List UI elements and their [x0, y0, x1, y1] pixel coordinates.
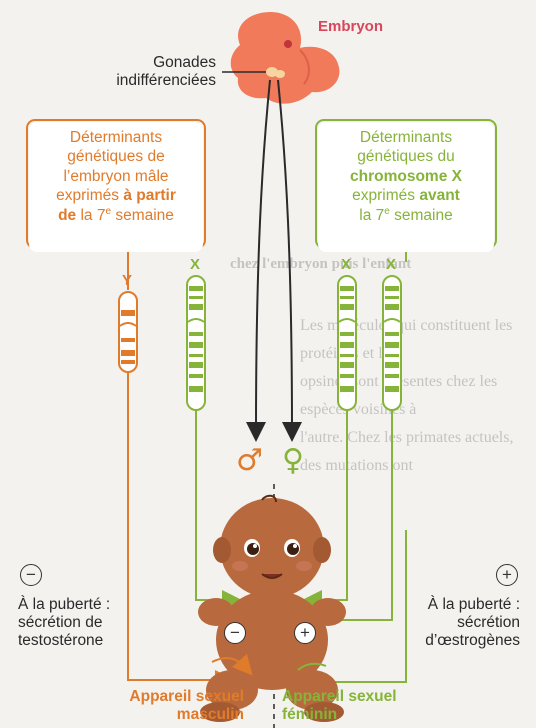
- y-chromosome-label: Y: [122, 272, 132, 289]
- right-box-line-3: chromosome X: [318, 167, 494, 186]
- right-box-line-1: Déterminants: [318, 128, 494, 147]
- right-determinants-box: Déterminants génétiques du chromosome X …: [318, 122, 494, 252]
- x-chromosome-right-2-label: X: [386, 256, 396, 273]
- left-determinants-box: Déterminants génétiques de l’embryon mâl…: [29, 122, 203, 252]
- gonads-label: Gonades indifférenciées: [80, 54, 216, 90]
- left-box-line-1: Déterminants: [29, 128, 203, 147]
- arrow-to-female: [278, 80, 292, 432]
- right-box-line-5: la 7e semaine: [318, 206, 494, 226]
- plus-sign-belly: +: [294, 622, 316, 644]
- x-chromosome-left: [187, 276, 205, 410]
- embryo-label: Embryon: [318, 18, 383, 35]
- right-box-line-2: génétiques du: [318, 147, 494, 166]
- left-box-line-4: exprimés à partir: [29, 186, 203, 205]
- left-box-line-3: l’embryon mâle: [29, 167, 203, 186]
- arrow-to-male: [256, 80, 270, 432]
- right-box-line-4: exprimés avant: [318, 186, 494, 205]
- x-chromosome-right-1: [338, 276, 356, 410]
- plus-sign-right: +: [496, 564, 518, 586]
- right-puberty-text: À la puberté : sécrétion d’œstrogènes: [370, 596, 520, 649]
- x-chromosome-right-2: [383, 276, 401, 410]
- female-apparatus-label: Appareil sexuel féminin: [282, 688, 397, 724]
- green-line-right-2: [310, 410, 392, 620]
- male-apparatus-label: Appareil sexuel masculin: [70, 688, 244, 724]
- y-chromosome: [119, 292, 137, 372]
- left-box-line-5: de la 7e semaine: [29, 206, 203, 226]
- minus-sign-belly: −: [224, 622, 246, 644]
- minus-sign-left: −: [20, 564, 42, 586]
- x-chromosome-left-label: X: [190, 256, 200, 273]
- x-chromosome-right-1-label: X: [341, 256, 351, 273]
- left-puberty-text: À la puberté : sécrétion de testostérone: [18, 596, 110, 649]
- left-box-line-2: génétiques de: [29, 147, 203, 166]
- male-symbol: ♂: [236, 446, 263, 476]
- female-symbol: ♀: [282, 446, 304, 476]
